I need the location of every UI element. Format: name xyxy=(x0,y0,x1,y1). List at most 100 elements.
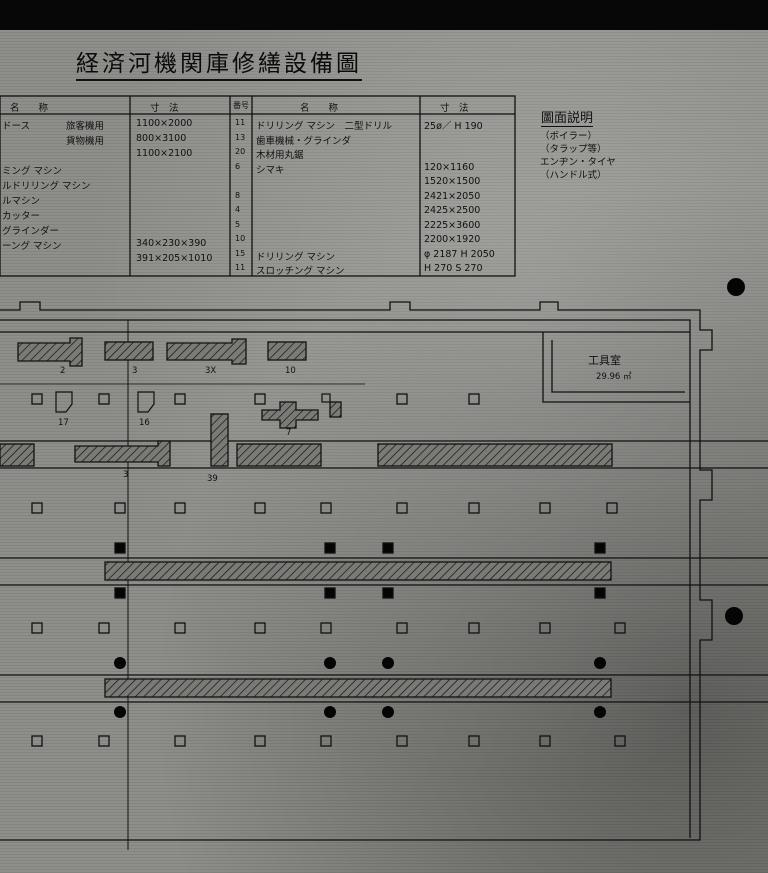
legend-line: （ハンドル式） xyxy=(540,170,607,181)
punch-hole xyxy=(725,607,743,625)
pillar xyxy=(174,393,186,405)
table-header-size2: 寸 法 xyxy=(440,103,469,114)
table-header-no: 番号 xyxy=(233,101,249,110)
table-cell-name: グラインダー xyxy=(2,226,60,237)
pillar xyxy=(254,393,266,405)
machine-label: 2 xyxy=(60,366,66,376)
pillar xyxy=(396,735,408,747)
pillar xyxy=(594,587,606,599)
table-cell-size: 2200×1920 xyxy=(424,234,481,245)
inspection-pit xyxy=(104,561,612,581)
table-cell-size: 2425×2500 xyxy=(424,205,481,216)
pillar xyxy=(320,622,332,634)
table-cell-no: 10 xyxy=(235,234,246,243)
track-lines xyxy=(0,383,768,703)
pillar xyxy=(539,735,551,747)
machine-label: 39 xyxy=(207,474,218,484)
tool-room-wall xyxy=(542,332,690,403)
table-cell-no: 13 xyxy=(235,132,246,142)
machine-outline xyxy=(321,393,331,403)
table-cell-name: ルドリリング マシン xyxy=(2,181,91,192)
outer-wall-outline xyxy=(0,301,713,841)
pillar-round xyxy=(114,657,126,669)
inner-wall-outline xyxy=(0,319,691,838)
pillar xyxy=(31,502,43,514)
tool-room-label: 工具室 xyxy=(588,354,621,367)
machine-label: 16 xyxy=(139,418,150,428)
pillar xyxy=(174,735,186,747)
table-cell-name: カッター xyxy=(2,211,41,222)
table-cell-no: 8 xyxy=(235,190,241,200)
table-header-name: 名 称 xyxy=(10,103,49,114)
table-cell-size: 1100×2100 xyxy=(136,148,193,159)
pillar xyxy=(468,502,480,514)
machine-block xyxy=(74,440,171,467)
table-cell-size: 391×205×1010 xyxy=(136,253,213,264)
punch-holes xyxy=(725,278,745,625)
machine-block xyxy=(166,338,247,365)
pillar xyxy=(396,393,408,405)
pillar xyxy=(174,502,186,514)
spec-table xyxy=(0,95,516,277)
pillar xyxy=(468,622,480,634)
table-cell-size: 340×230×390 xyxy=(136,238,207,249)
pillar xyxy=(254,502,266,514)
table-cell-name: ミング マシン xyxy=(2,166,63,177)
pillar xyxy=(98,735,110,747)
pillar-round xyxy=(114,706,126,718)
pillar xyxy=(114,587,126,599)
inspection-pit xyxy=(377,443,613,467)
pillar-round xyxy=(594,657,606,669)
machine-label: 3 xyxy=(123,470,129,480)
legend-line: エンヂン・タイヤ xyxy=(540,157,616,168)
pillar xyxy=(320,502,332,514)
legend-line: （タラップ等） xyxy=(540,144,607,155)
table-cell-no: 20 xyxy=(235,147,246,156)
table-header-size: 寸 法 xyxy=(150,103,179,114)
pillar xyxy=(320,735,332,747)
pillar xyxy=(114,502,126,514)
small-machines xyxy=(55,391,331,413)
inspection-pit xyxy=(236,443,322,467)
machine-block xyxy=(267,341,307,361)
table-cell-size: 1520×1500 xyxy=(424,176,481,187)
punch-hole xyxy=(727,278,745,296)
table-cell-size: 2421×2050 xyxy=(424,190,481,202)
table-cell-name: 木材用丸鋸 xyxy=(256,150,304,161)
pillar xyxy=(31,622,43,634)
pillar-round xyxy=(382,657,394,669)
table-header-name2: 名 称 xyxy=(300,103,339,114)
pillar xyxy=(324,587,336,599)
machine-block xyxy=(17,337,83,367)
pillar xyxy=(396,622,408,634)
table-cell-no: 4 xyxy=(235,205,241,214)
pillar xyxy=(98,622,110,634)
hatched-machines xyxy=(0,337,613,698)
table-cell-use: 旅客機用 xyxy=(66,121,105,132)
machine-block xyxy=(104,341,154,361)
machine-label: 17 xyxy=(58,418,69,428)
table-cell-no: 11 xyxy=(235,263,246,272)
building-wall xyxy=(0,301,713,850)
pillar xyxy=(114,542,126,554)
machine-label: 10 xyxy=(285,366,296,376)
machine-block xyxy=(261,401,319,429)
table-cell-name: ドース xyxy=(2,121,31,132)
pillar xyxy=(396,502,408,514)
table-cell-size: φ 2187 H 2050 xyxy=(424,248,495,260)
table-cell-name: ドリリング マシン xyxy=(256,251,336,263)
machine-label: 7 xyxy=(286,428,292,438)
machine-block xyxy=(0,443,35,467)
machine-block xyxy=(210,413,229,467)
pillar xyxy=(31,393,43,405)
pillar xyxy=(31,735,43,747)
pillar xyxy=(254,735,266,747)
machine-block xyxy=(329,401,342,418)
table-cell-name: スロッチング マシン xyxy=(256,266,345,277)
table-cell-name: シマキ xyxy=(256,164,285,176)
pillar xyxy=(324,542,336,554)
pillar xyxy=(254,622,266,634)
legend-line: （ボイラー） xyxy=(540,131,598,142)
